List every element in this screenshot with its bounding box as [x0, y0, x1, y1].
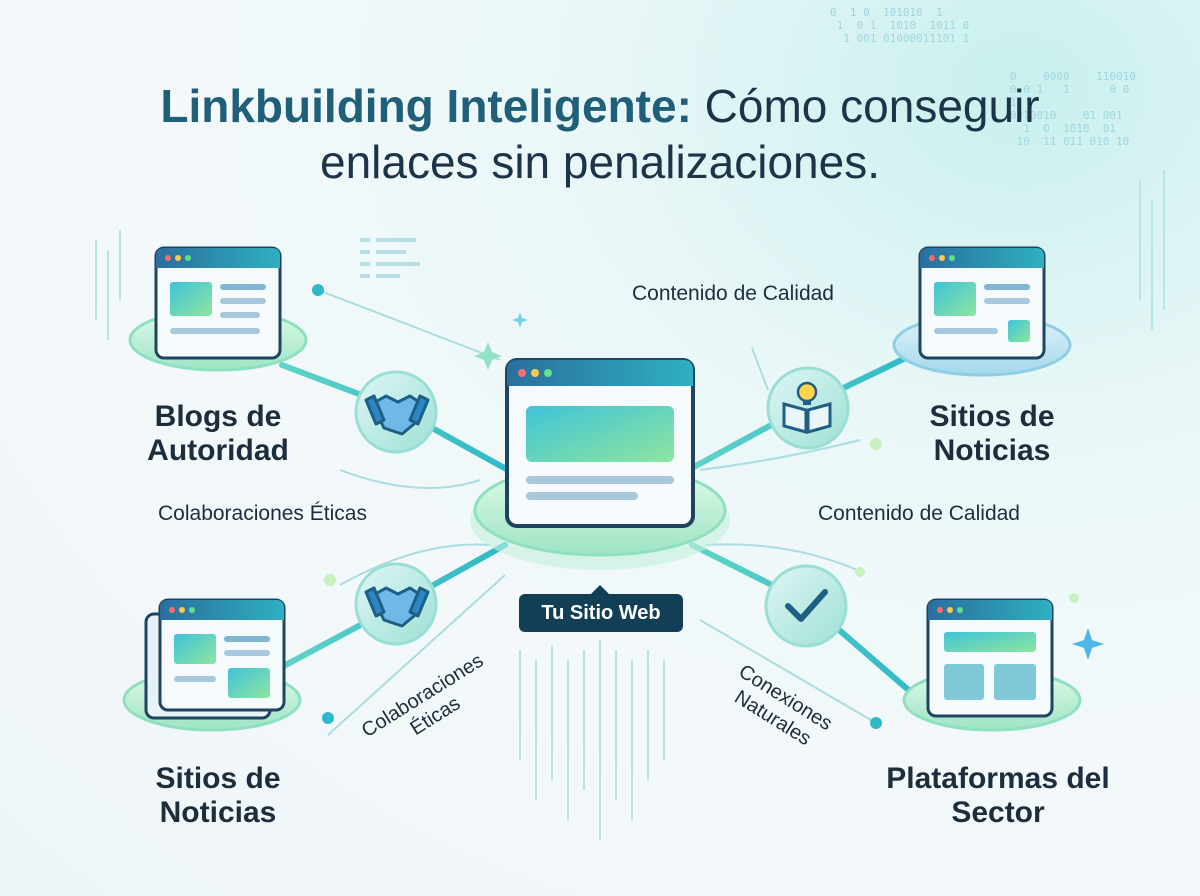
binary-decoration: 0 0000 110010 0 0 1 1 0 0 1 0010010 01 0…: [1010, 70, 1136, 148]
caption-top-right-upper: Contenido de Calidad: [632, 282, 834, 305]
title-highlight: Linkbuilding Inteligente:: [160, 80, 692, 132]
checkmark-icon: [785, 589, 828, 622]
binary-decoration: 0 1 0 101010 1 1 0 1 1010 1011 0 1 001 0…: [830, 6, 970, 45]
node-bottom-left-graphic: [122, 598, 302, 732]
sparkle-decoration: [324, 312, 1104, 660]
data-stream-decoration: [95, 170, 1165, 840]
caption-top-left: Colaboraciones Éticas: [158, 502, 367, 525]
handshake-icon: [364, 586, 430, 628]
book-lightbulb-icon: [782, 381, 832, 434]
connector-bottom-right: [764, 564, 848, 648]
thin-lines: [317, 289, 877, 736]
handshake-icon: [364, 394, 430, 436]
node-label-bottom-right: Plataformas del Sector: [886, 762, 1110, 829]
page-title: Linkbuilding Inteligente: Cómo conseguir…: [0, 78, 1200, 190]
node-top-right-graphic: [892, 246, 1072, 377]
center-badge: Tu Sitio Web: [519, 585, 683, 632]
center-window-graphic: [505, 358, 695, 528]
node-label-top-right: Sitios de Noticias: [929, 400, 1055, 467]
node-label-bottom-left: Sitios de Noticias: [155, 762, 281, 829]
node-bottom-right-graphic: [902, 598, 1082, 732]
node-top-left-graphic: [128, 246, 308, 372]
caption-top-right-lower: Contenido de Calidad: [818, 502, 1020, 525]
line-dots: [312, 284, 882, 729]
title-line-2: enlaces sin penalizaciones.: [319, 136, 881, 188]
title-rest: Cómo conseguir: [691, 80, 1040, 132]
connector-top-left: [354, 370, 438, 454]
list-decoration: [360, 238, 420, 278]
connector-top-right: [766, 366, 850, 450]
node-label-top-left: Blogs de Autoridad: [147, 400, 289, 467]
connector-bottom-left: [354, 562, 438, 646]
